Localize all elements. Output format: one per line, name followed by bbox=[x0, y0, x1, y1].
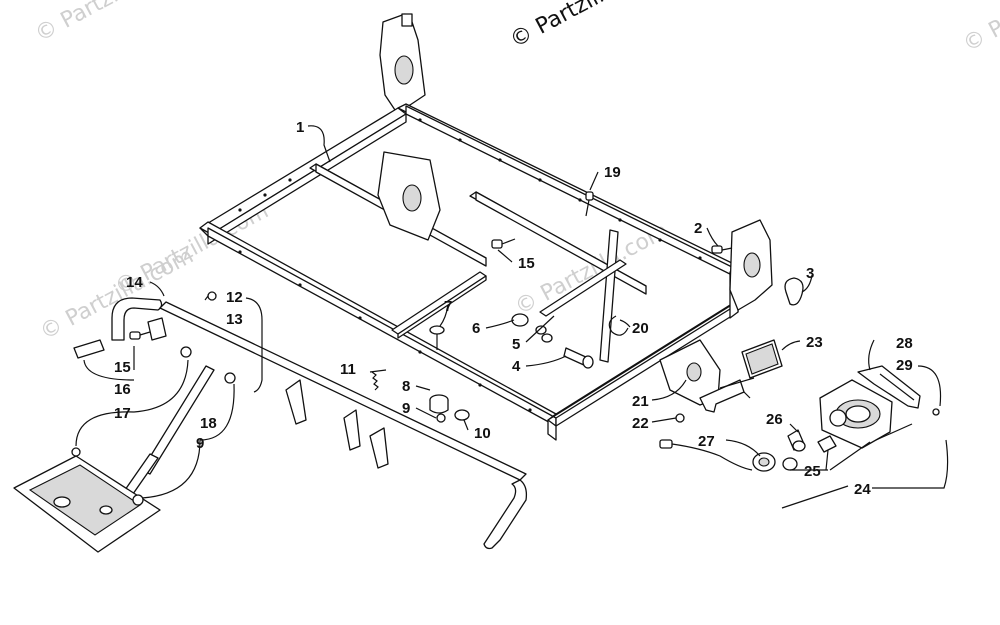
callout-15-center: 15 bbox=[518, 255, 535, 272]
callout-12: 12 bbox=[226, 289, 243, 306]
tow-bar-part-12 bbox=[159, 301, 528, 550]
leader-lines bbox=[75, 125, 949, 509]
callout-13: 13 bbox=[226, 311, 243, 328]
callout-21: 21 bbox=[632, 393, 649, 410]
bolt-part-15-center bbox=[491, 238, 516, 249]
callout-20: 20 bbox=[632, 320, 649, 337]
bolt-part-15-left bbox=[129, 331, 151, 340]
washer-part-7 bbox=[429, 325, 445, 350]
spring-part-11 bbox=[371, 371, 379, 391]
screw-part-29 bbox=[932, 408, 940, 416]
bolt-part-19 bbox=[585, 191, 594, 217]
callout-15-left: 15 bbox=[114, 359, 131, 376]
nut-part-9-lower bbox=[132, 494, 144, 506]
bolt-part-2 bbox=[711, 245, 733, 254]
callout-24: 24 bbox=[854, 481, 871, 498]
callout-28: 28 bbox=[896, 335, 913, 352]
nut-part-9-left bbox=[224, 372, 236, 384]
callout-4: 4 bbox=[512, 358, 521, 375]
watermark-top-left: © Partzilla.com bbox=[31, 0, 193, 47]
callout-14: 14 bbox=[126, 274, 143, 291]
nut-part-9-center bbox=[436, 413, 446, 423]
reflector-part-23 bbox=[741, 339, 783, 379]
callout-7: 7 bbox=[444, 298, 452, 315]
callout-19: 19 bbox=[604, 164, 621, 181]
callout-11: 11 bbox=[340, 361, 356, 378]
callout-3: 3 bbox=[806, 265, 814, 282]
spacer-part-5 bbox=[535, 325, 553, 343]
bolt-part-17 bbox=[180, 346, 192, 358]
callout-25: 25 bbox=[804, 463, 821, 480]
clip-part-3 bbox=[784, 277, 804, 306]
nut-part-22 bbox=[675, 413, 685, 423]
callout-10: 10 bbox=[474, 425, 491, 442]
bulb-part-26 bbox=[787, 429, 806, 452]
tail-light-part-24 bbox=[819, 379, 893, 449]
callout-8: 8 bbox=[402, 378, 410, 395]
callout-5: 5 bbox=[512, 336, 520, 353]
callout-16: 16 bbox=[114, 381, 131, 398]
bumper-part-8 bbox=[429, 394, 449, 414]
callout-23: 23 bbox=[806, 334, 823, 351]
handle-bar-left bbox=[73, 297, 167, 359]
washer-part-10 bbox=[454, 409, 470, 421]
callout-6: 6 bbox=[472, 320, 480, 337]
callout-2: 2 bbox=[694, 220, 702, 237]
callout-9-center: 9 bbox=[402, 400, 410, 417]
ring-part-20 bbox=[608, 315, 629, 336]
wire-harness-part-27 bbox=[659, 439, 776, 472]
callout-26: 26 bbox=[766, 411, 783, 428]
callout-17: 17 bbox=[114, 405, 131, 422]
pin-part-4 bbox=[563, 347, 594, 369]
callout-27: 27 bbox=[698, 433, 715, 450]
watermark-main: © Partzilla.com bbox=[506, 0, 668, 53]
watermark-right: © Partzilla.com bbox=[959, 0, 1000, 57]
bracket-part-21 bbox=[699, 379, 745, 413]
main-frame bbox=[199, 13, 773, 441]
callout-labels: 1 2 3 4 5 6 7 8 9 9 10 11 12 13 14 15 15… bbox=[114, 119, 913, 498]
callout-18: 18 bbox=[200, 415, 217, 432]
callout-29: 29 bbox=[896, 357, 913, 374]
bushing-part-6 bbox=[511, 313, 529, 327]
callout-1: 1 bbox=[296, 119, 304, 136]
socket-part-25 bbox=[782, 435, 837, 471]
callout-9-left: 9 bbox=[196, 435, 204, 452]
lens-bracket-part-28 bbox=[857, 365, 921, 409]
nut-part-13 bbox=[207, 291, 217, 301]
bolt-part-17-lower bbox=[71, 447, 81, 457]
callout-22: 22 bbox=[632, 415, 649, 432]
